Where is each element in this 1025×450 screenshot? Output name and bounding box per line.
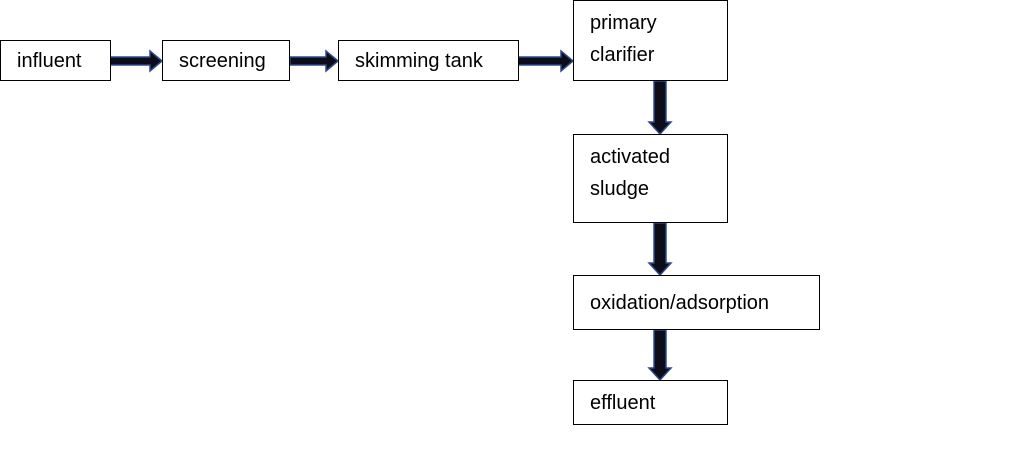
node-influent-label: influent: [17, 49, 82, 72]
node-activated-sludge: activated sludge: [573, 134, 728, 223]
node-primary-clarifier-line-2: clarifier: [590, 44, 655, 66]
arrow-screening-to-skimming-tank: [289, 49, 340, 73]
node-effluent-label: effluent: [590, 391, 656, 414]
node-activated-sludge-line-2: sludge: [590, 178, 649, 200]
node-oxidation-adsorption-label: oxidation/adsorption: [590, 291, 770, 314]
node-screening: screening: [162, 40, 290, 81]
arrow-activated-sludge-to-oxidation-adsorption: [647, 222, 673, 277]
node-skimming-tank-label: skimming tank: [355, 49, 483, 72]
node-oxidation-adsorption: oxidation/adsorption: [573, 275, 820, 330]
arrow-influent-to-screening: [109, 49, 164, 73]
node-primary-clarifier-line-1: primary: [590, 12, 657, 34]
arrow-primary-clarifier-to-activated-sludge: [647, 80, 673, 136]
node-activated-sludge-line-1: activated: [590, 146, 671, 168]
node-skimming-tank: skimming tank: [338, 40, 519, 81]
arrow-oxidation-adsorption-to-effluent: [647, 329, 673, 382]
node-screening-label: screening: [179, 49, 266, 72]
node-primary-clarifier: primary clarifier: [573, 0, 728, 81]
arrow-skimming-tank-to-primary-clarifier: [517, 49, 575, 73]
node-influent: influent: [0, 40, 111, 81]
node-effluent: effluent: [573, 380, 728, 425]
